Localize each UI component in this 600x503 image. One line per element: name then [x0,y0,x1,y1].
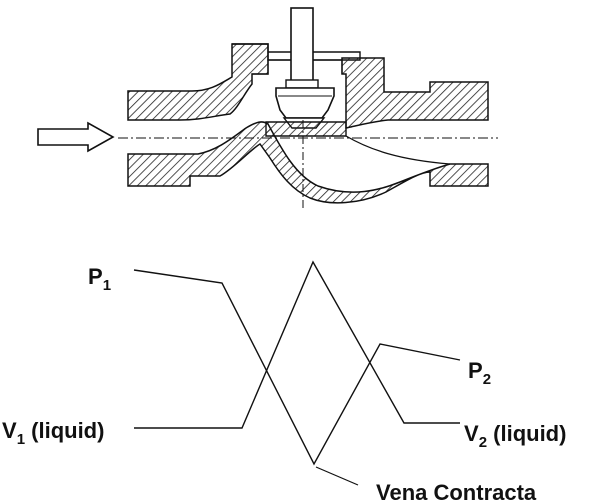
p2-label: P2 [468,358,491,388]
valve-body-top-right [341,57,489,129]
pressure-velocity-profile [133,260,461,486]
pressure-line [133,269,461,466]
vena-contracta-label: Vena Contracta [376,480,537,503]
vena-contracta-leader [315,466,359,486]
valve-cross-section [37,7,498,210]
seat-ring [265,121,347,137]
p1-label: P1 [88,264,111,294]
v1-label: V1 (liquid) [2,418,104,448]
velocity-line [134,260,460,429]
v2-label: V2 (liquid) [464,421,566,451]
packing-gland [285,79,319,89]
valve-plug [275,87,335,119]
bonnet-inner [252,59,343,75]
valve-body-bottom [127,121,489,204]
valve-body-top-left [127,43,269,121]
outlet-liner [345,135,451,165]
flow-arrow-icon [37,121,115,153]
